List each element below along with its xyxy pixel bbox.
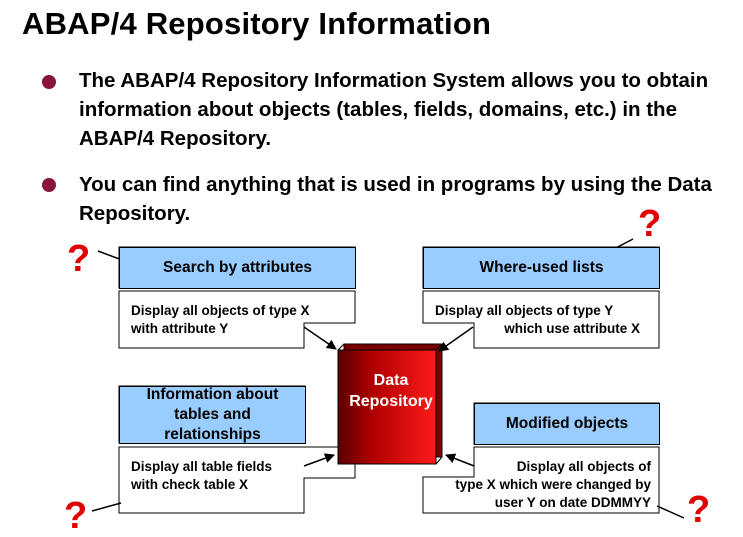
arrow-search: [303, 326, 337, 350]
information-about-tables-heading: Information about tables and relationshi…: [119, 386, 306, 444]
where-used-desc-line-1: Display all objects of type Y: [435, 303, 614, 318]
search-body-box: [118, 290, 356, 349]
data-repository-book: [337, 343, 443, 465]
where-used-description: Display all objects of type Y which use …: [435, 302, 653, 338]
modified-objects-heading: Modified objects: [474, 403, 660, 445]
search-desc-line-1: Display all objects of type X: [131, 303, 310, 318]
modified-heading-text: Modified objects: [505, 415, 629, 432]
modified-body-box: [422, 446, 660, 514]
modified-desc-line-1: Display all objects of: [516, 459, 651, 474]
modified-description: Display all objects of type X which were…: [428, 458, 651, 512]
modified-desc-line-3: user Y on date DDMMYY: [494, 495, 651, 510]
info-heading-line-2: tables and: [174, 406, 251, 423]
where-used-lists-heading: Where-used lists: [423, 247, 660, 289]
search-description: Display all objects of type X with attri…: [131, 302, 310, 338]
book-label-line-2: Repository: [349, 393, 433, 410]
data-repository-label: Data Repository: [337, 370, 445, 412]
bullet-text-1: The ABAP/4 Repository Information System…: [79, 69, 709, 150]
question-mark-bottom-right: ?: [687, 489, 711, 531]
arrow-modified: [445, 453, 475, 467]
bullet-dot-1: [42, 75, 56, 89]
info-heading-line-1: Information about: [146, 386, 279, 403]
question-mark-bottom-left: ?: [64, 495, 88, 537]
modified-desc-line-2: type X which were changed by: [455, 477, 651, 492]
arrow-where-used: [438, 326, 474, 352]
bullet-text-2: You can find anything that is used in pr…: [79, 173, 712, 225]
search-heading-text: Search by attributes: [162, 259, 313, 276]
where-used-desc-line-2: which use attribute X: [504, 321, 640, 336]
where-used-body-box: [422, 290, 660, 349]
page-title: ABAP/4 Repository Information: [22, 6, 492, 41]
info-desc-line-2: with check table X: [131, 477, 249, 492]
arrow-info: [303, 453, 335, 467]
info-description: Display all table fields with check tabl…: [131, 458, 272, 494]
search-by-attributes-heading: Search by attributes: [119, 247, 356, 289]
book-label-line-1: Data: [373, 372, 409, 389]
info-desc-line-1: Display all table fields: [131, 459, 273, 474]
search-desc-line-2: with attribute Y: [131, 321, 229, 336]
where-used-heading-text: Where-used lists: [479, 259, 604, 276]
info-heading-line-3: relationships: [164, 426, 261, 443]
question-mark-top-right: ?: [638, 203, 662, 245]
bullet-dot-2: [42, 178, 56, 192]
question-mark-top-left: ?: [67, 238, 91, 280]
